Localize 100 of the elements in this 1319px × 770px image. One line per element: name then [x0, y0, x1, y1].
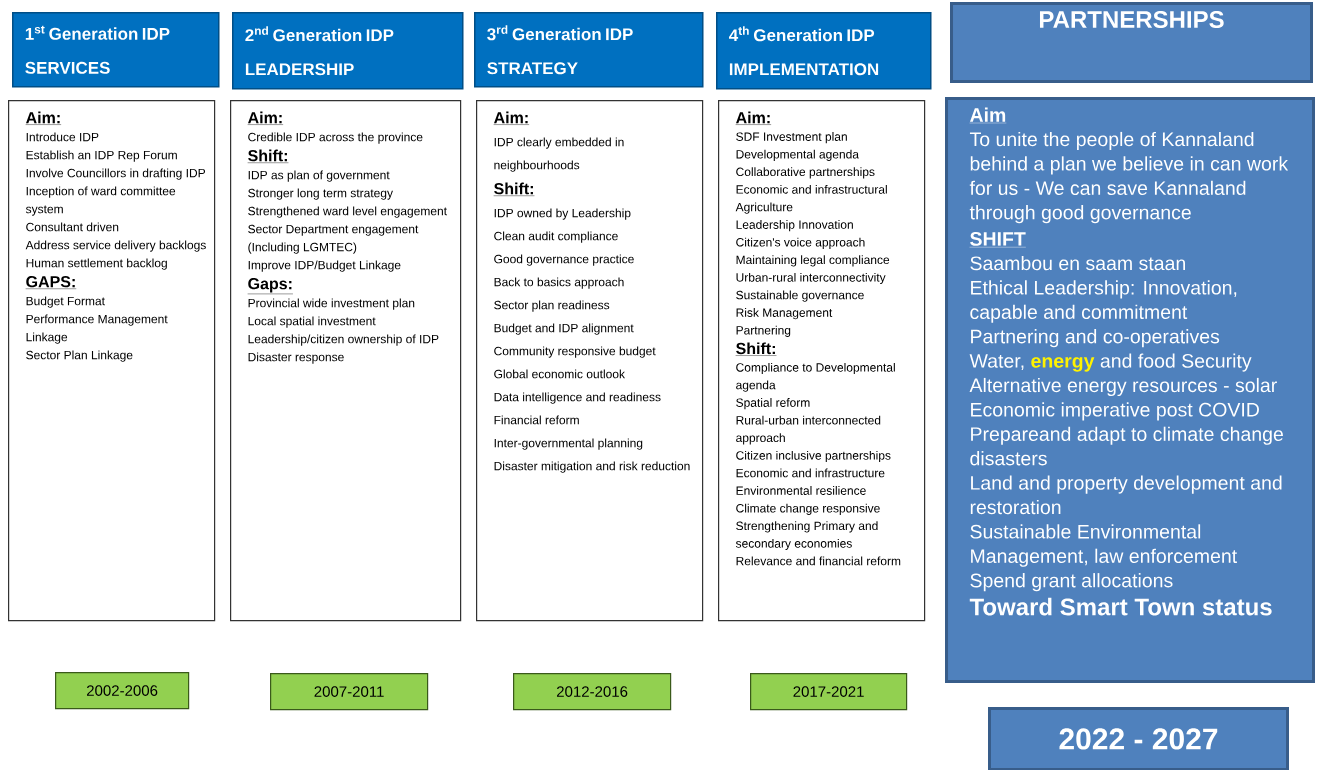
list-item: Developmental agenda: [736, 149, 859, 161]
list-item: Strengthening Primary and secondary economies: [735, 521, 878, 551]
list-item: To unite the people of Kannaland behind a plan we believe in can work for us - We can save Kannaland through good governance: [969, 131, 1289, 224]
header-box: [232, 12, 464, 90]
list-item: Sector Department engagement (Including LGMTEC): [248, 224, 419, 254]
list-item: Compliance to Developmental agenda: [736, 362, 895, 392]
list-item: Spend grant allocations: [970, 573, 1173, 592]
list-item: Partnering: [736, 325, 791, 337]
header-text: 2$^{nd}$ Generation IDP: [245, 26, 394, 42]
list-item: Agriculture: [735, 202, 793, 214]
year-box: [513, 673, 672, 711]
list-item: Introduce IDP: [26, 132, 99, 142]
list-item: Water, energy and food Security: [969, 353, 1252, 372]
list-item: Citizen inclusive partnerships: [736, 450, 891, 463]
section-heading: Aim: [969, 107, 1007, 124]
section-heading: Aim:: [25, 111, 62, 125]
list-item: Collaborative partnerships: [736, 167, 875, 179]
list-item: Sustainable Environmental Management, law enforcement: [970, 524, 1238, 567]
content-box: [230, 100, 462, 622]
section-heading: Shift:: [493, 182, 535, 196]
list-item: Involve Councillors in drafting IDP: [26, 168, 205, 180]
header-text: SERVICES: [25, 61, 110, 74]
header-text: 4$^{th}$ Generation IDP: [729, 26, 875, 42]
header-text: PARTNERSHIPS: [1040, 11, 1224, 28]
list-item: Data intelligence and readiness: [494, 392, 661, 404]
list-item: Consultant driven: [26, 222, 119, 232]
year-range: 2002-2006: [87, 685, 158, 696]
list-item: Credible IDP across the province: [248, 132, 423, 144]
header-box: [474, 12, 704, 88]
section-heading: Shift:: [247, 149, 289, 163]
list-item: Saambou en saam staan: [970, 255, 1185, 271]
list-item: SDF Investment plan: [736, 132, 847, 144]
section-heading: Gaps:: [247, 278, 294, 295]
header-text: 1$^{st}$ Generation IDP: [25, 25, 170, 40]
section-heading: Shift:: [735, 342, 777, 356]
list-item: Local spatial investment: [248, 316, 376, 328]
list-item: Economic imperative post COVID: [971, 402, 1259, 421]
list-item: Leadership Innovation: [736, 220, 853, 232]
list-item: Address service delivery backlogs: [25, 240, 206, 252]
list-item: Rural-urban interconnected approach: [736, 415, 881, 445]
year-range: 2007-2011: [314, 686, 384, 697]
year-box: [270, 673, 429, 711]
list-item: Environmental resilience: [736, 486, 866, 495]
year-range: 2017-2021: [793, 686, 864, 697]
list-item: Sector Plan Linkage: [26, 350, 133, 362]
list-item: Budget and IDP alignment: [494, 323, 634, 335]
list-item: Partnering and co-operatives: [971, 329, 1220, 348]
list-item: Clean audit compliance: [494, 231, 618, 243]
list-item: Back to basics approach: [494, 277, 624, 289]
closing-statement: Toward Smart Town status: [969, 597, 1272, 616]
content-box: [945, 97, 1315, 683]
list-item: Strengthened ward level engagement: [248, 206, 447, 218]
list-item: Climate change responsive: [736, 503, 880, 515]
list-item: Citizen's voice approach: [736, 237, 865, 249]
header-box: [716, 12, 932, 90]
header-text: LEADERSHIP: [245, 63, 354, 76]
year-box: [55, 672, 190, 710]
list-item: Disaster mitigation and risk reduction: [494, 461, 690, 473]
content-box: [476, 100, 704, 622]
list-item: Human settlement backlog: [26, 258, 167, 270]
list-item: Risk Management: [736, 308, 833, 320]
list-item: Improve IDP/Budget Linkage: [248, 260, 401, 272]
list-item: Prepareand adapt to climate change disasters: [970, 426, 1283, 466]
header-box: [12, 12, 220, 88]
list-item: Good governance practice: [494, 254, 634, 266]
year-range: 2022 - 2027: [1059, 728, 1218, 750]
section-heading: Aim:: [493, 111, 530, 125]
list-item: Inception of ward committee system: [25, 186, 176, 216]
list-item: Economic and infrastructural: [736, 184, 887, 194]
list-item: Stronger long term strategy: [248, 188, 393, 200]
list-item: Ethical Leadership: Innovation, capable and commitment: [970, 280, 1237, 323]
list-item: Maintaining legal compliance: [736, 255, 890, 267]
list-item: Disaster response: [248, 352, 344, 364]
year-box: [988, 707, 1289, 770]
list-item: Financial reform: [494, 415, 579, 425]
list-item: IDP owned by Leadership: [494, 208, 631, 220]
header-box: [950, 2, 1313, 83]
list-item: Land and property development and restoration: [970, 475, 1282, 515]
section-heading: SHIFT: [969, 232, 1027, 248]
content-box: [8, 100, 216, 622]
list-item: Global economic outlook: [494, 369, 625, 379]
year-box: [750, 673, 908, 711]
section-heading: Aim:: [735, 111, 772, 125]
list-item: Leadership/citizen ownership of IDP: [248, 334, 439, 346]
year-range: 2012-2016: [557, 686, 628, 697]
list-item: Sustainable governance: [736, 290, 864, 302]
header-text: IMPLEMENTATION: [729, 63, 879, 76]
list-item: Alternative energy resources - solar: [969, 377, 1277, 397]
list-item: Performance Management Linkage: [26, 314, 168, 344]
list-item: Urban-rural interconnectivity: [736, 272, 886, 285]
list-item: Budget Format: [26, 296, 105, 308]
list-item: Spatial reform: [736, 398, 810, 410]
header-text: STRATEGY: [487, 62, 578, 75]
list-item: IDP clearly embedded in neighbourhoods: [494, 137, 624, 172]
list-item: Provincial wide investment plan: [248, 298, 415, 310]
section-heading: GAPS:: [25, 276, 77, 289]
content-box: [718, 100, 926, 622]
list-item: Relevance and financial reform: [736, 556, 901, 566]
list-item: Inter-governmental planning: [494, 438, 643, 450]
list-item: Economic and infrastructure: [736, 468, 885, 478]
